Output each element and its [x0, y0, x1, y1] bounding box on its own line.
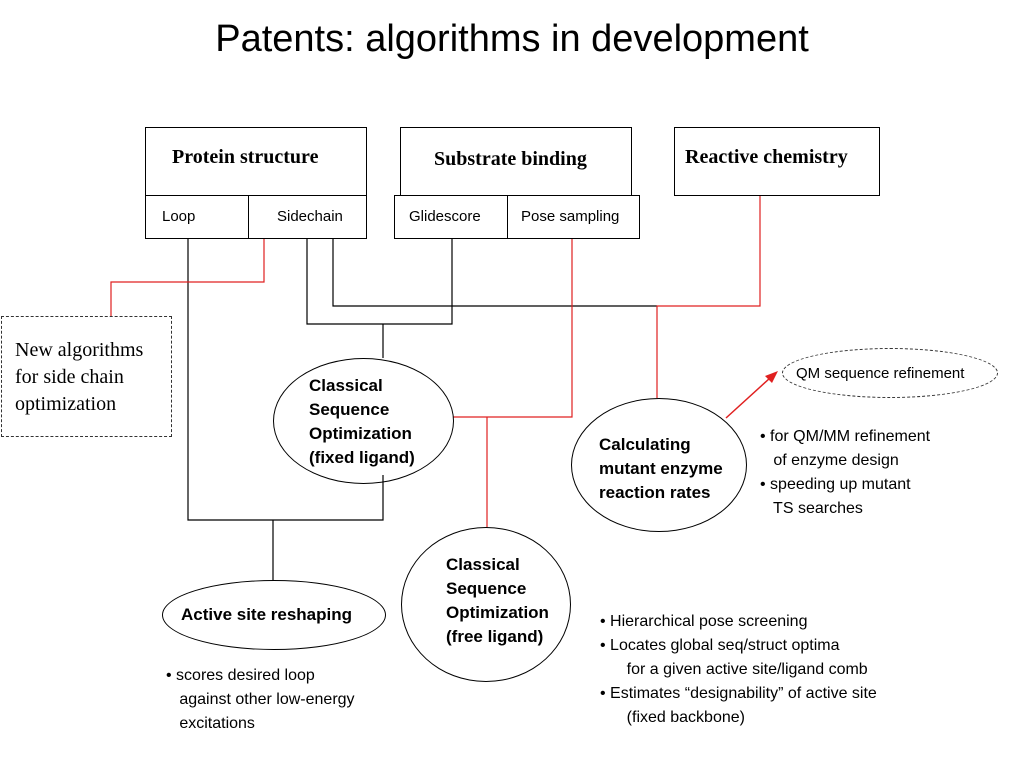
reactive-to-calc	[656, 196, 761, 398]
arrow-head-icon	[765, 371, 778, 383]
cso-free-ligand-label: Classical Sequence Optimization (free li…	[446, 555, 549, 646]
page-title: Patents: algorithms in development	[215, 18, 809, 60]
protein-divider	[146, 195, 366, 196]
calc-reaction-rates-label: Calculating mutant enzyme reaction rates	[599, 435, 723, 502]
sidechain-cell: Sidechain	[277, 208, 343, 225]
new-algorithms-box	[1, 316, 172, 437]
sidechain-to-new-algorithms	[110, 238, 265, 316]
pose-sampling-cell: Pose sampling	[521, 208, 620, 225]
reactive-chemistry-header: Reactive chemistry	[685, 146, 848, 168]
protein-cell-divider	[248, 195, 249, 239]
loop-cell: Loop	[162, 208, 196, 225]
cso-fixed-ligand-label: Classical Sequence Optimization (fixed l…	[309, 376, 415, 467]
substrate-cells-box: Glidescore Pose sampling	[394, 195, 640, 239]
cso-free-notes: • Hierarchical pose screening • Locates …	[600, 613, 877, 726]
arrow-to-qm	[725, 377, 771, 419]
sidechain-to-reactive-bus	[332, 238, 657, 307]
substrate-binding-header: Substrate binding	[434, 148, 587, 170]
calc-notes: • for QM/MM refinement of enzyme design …	[760, 428, 931, 517]
reactive-chemistry-box: Reactive chemistry	[674, 127, 880, 196]
protein-structure-box: Protein structure Loop Sidechain	[145, 127, 367, 239]
pose-sampling-to-cso	[453, 238, 573, 418]
black-connectors	[187, 238, 657, 580]
new-algorithms-text: New algorithms for side chain optimizati…	[15, 339, 144, 415]
cso-fixed-ligand-node	[273, 358, 454, 484]
sidechain-glidescore-join	[306, 238, 453, 325]
active-site-node	[162, 580, 386, 650]
qm-refinement-label: QM sequence refinement	[796, 365, 965, 382]
active-site-notes: • scores desired loop against other low-…	[166, 667, 355, 732]
loop-to-active-site	[187, 238, 384, 521]
qm-refinement-ellipse	[782, 348, 998, 398]
substrate-cell-divider	[507, 196, 508, 238]
active-site-label: Active site reshaping	[181, 605, 353, 624]
glidescore-cell: Glidescore	[409, 208, 481, 225]
calc-reaction-rates-node	[571, 398, 747, 532]
cso-free-ligand-node	[401, 527, 571, 682]
substrate-binding-header-box: Substrate binding	[400, 127, 632, 196]
protein-structure-header: Protein structure	[172, 146, 319, 168]
red-connectors	[110, 196, 761, 527]
